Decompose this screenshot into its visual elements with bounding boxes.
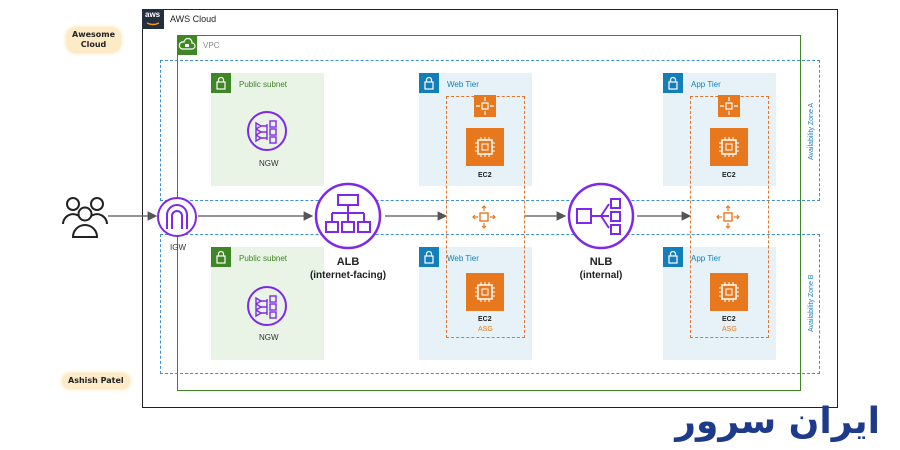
public-subnet-b-lock-icon	[211, 247, 231, 267]
availability-zone-b	[160, 234, 820, 374]
ngw-b-label: NGW	[259, 333, 279, 342]
web-ec2-a-label: EC2	[478, 172, 492, 179]
igw-icon	[157, 197, 197, 237]
public-subnet-a-lock-icon	[211, 73, 231, 93]
web-tier-b-label: Web Tier	[447, 254, 479, 263]
app-tier-b-lock-icon	[663, 247, 683, 267]
app-asg-label: ASG	[722, 326, 737, 333]
app-tier-b-label: App Tier	[691, 254, 721, 263]
aws-logo-icon: aws	[142, 9, 164, 29]
app-tier-a-label: App Tier	[691, 80, 721, 89]
igw-label: IGW	[170, 243, 186, 252]
web-asg-scaling-icon-mid	[472, 205, 496, 229]
web-ec2-a-icon	[466, 128, 504, 166]
alb-subtitle: (internet-facing)	[309, 270, 387, 281]
app-asg-scaling-icon-top	[718, 95, 740, 117]
web-tier-a-lock-icon	[419, 73, 439, 93]
ngw-b-icon	[247, 286, 287, 326]
web-tier-b-lock-icon	[419, 247, 439, 267]
ngw-a-label: NGW	[259, 159, 279, 168]
public-subnet-b-label: Public subnet	[239, 254, 288, 263]
web-ec2-b-icon	[466, 273, 504, 311]
app-ec2-a-icon	[710, 128, 748, 166]
nlb-subtitle: (internal)	[579, 270, 623, 281]
web-tier-a-label: Web Tier	[447, 80, 479, 89]
alb-icon	[314, 182, 382, 250]
app-ec2-a-label: EC2	[722, 172, 736, 179]
aws-cloud-label: AWS Cloud	[170, 14, 217, 24]
web-asg-label: ASG	[478, 326, 493, 333]
app-asg-scaling-icon-mid	[716, 205, 740, 229]
vpc-label: VPC	[203, 41, 220, 50]
web-ec2-b-label: EC2	[478, 316, 492, 323]
app-tier-a-lock-icon	[663, 73, 683, 93]
vpc-icon	[177, 35, 197, 55]
watermark-logo: ایران سرور	[675, 401, 881, 442]
alb-title: ALB	[336, 256, 360, 268]
company-sticker: Awesome Cloud	[66, 27, 122, 53]
public-subnet-a-label: Public subnet	[239, 80, 288, 89]
app-ec2-b-icon	[710, 273, 748, 311]
nlb-title: NLB	[589, 256, 613, 268]
aws-cloud-boundary	[142, 9, 838, 408]
nlb-icon	[567, 182, 635, 250]
web-asg-scaling-icon-top	[474, 95, 496, 117]
app-ec2-b-label: EC2	[722, 316, 736, 323]
availability-zone-a	[160, 60, 820, 201]
users-icon	[62, 197, 108, 238]
ngw-a-icon	[247, 111, 287, 151]
author-sticker: Ashish Patel	[62, 373, 130, 389]
